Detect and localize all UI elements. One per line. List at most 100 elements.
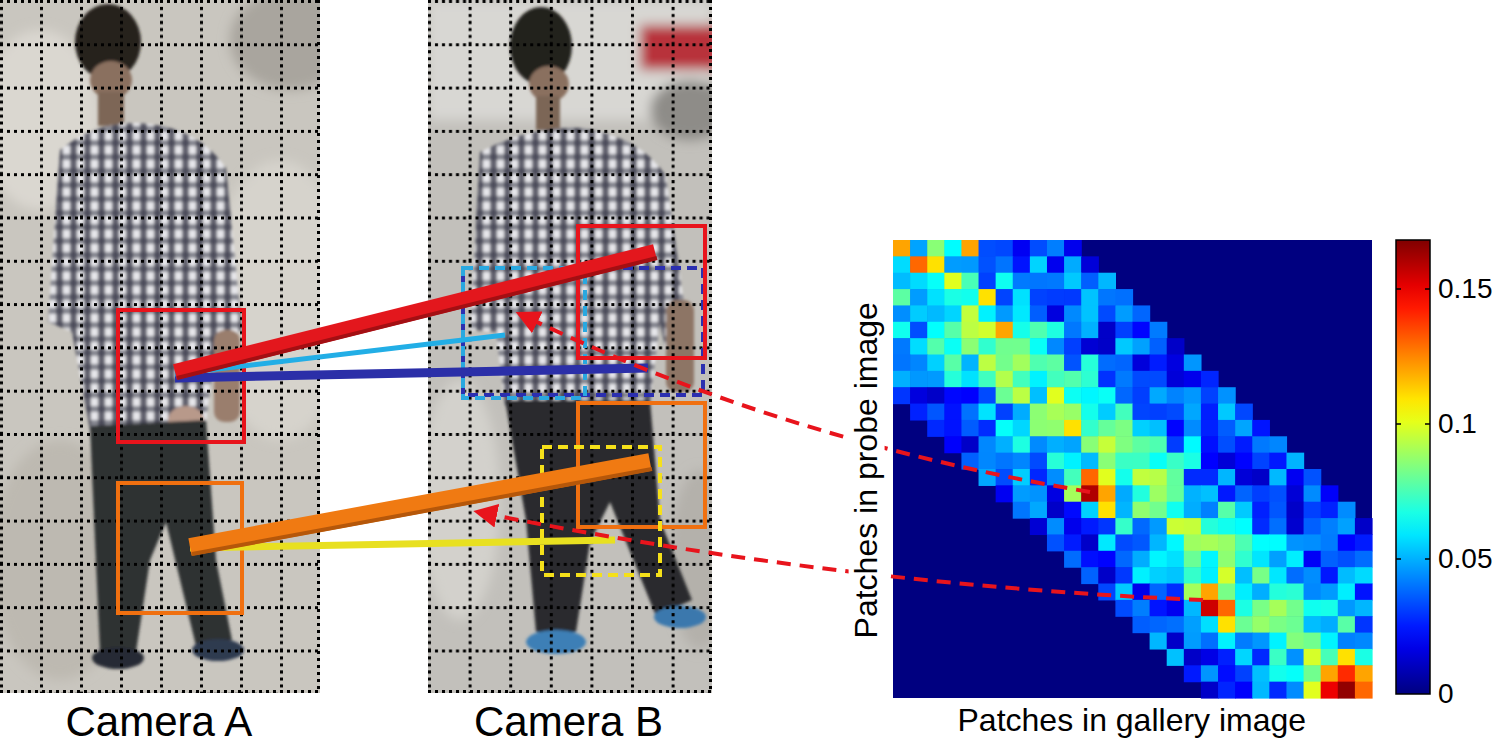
heatmap-cell xyxy=(1286,584,1304,601)
heatmap-cell xyxy=(1286,469,1304,486)
heatmap-cell xyxy=(1201,616,1219,633)
heatmap-cell xyxy=(1030,338,1048,355)
heatmap-cell xyxy=(1338,682,1356,699)
heatmap-cell xyxy=(1047,502,1065,519)
heatmap-cell xyxy=(910,371,928,388)
heatmap-cell xyxy=(1133,420,1151,437)
heatmap-cell xyxy=(1184,469,1202,486)
heatmap-cell xyxy=(1150,534,1168,551)
heatmap-cell xyxy=(1133,534,1151,551)
heatmap-cell xyxy=(1269,616,1287,633)
heatmap-cell xyxy=(1133,551,1151,568)
heatmap-cell xyxy=(1338,633,1356,650)
heatmap-cell xyxy=(944,387,962,404)
heatmap-cell xyxy=(996,305,1014,322)
heatmap-cell xyxy=(1047,436,1065,453)
heatmap-cell xyxy=(1081,551,1099,568)
heatmap-cell xyxy=(1269,436,1287,453)
heatmap-cell xyxy=(1064,371,1082,388)
heatmap-cell xyxy=(1167,338,1185,355)
heatmap-cell xyxy=(1030,355,1048,372)
heatmap-cell xyxy=(1013,404,1031,421)
heatmap-cell xyxy=(1218,387,1236,404)
heatmap-cell xyxy=(1115,289,1133,306)
heatmap-cell xyxy=(944,436,962,453)
heatmap-cell xyxy=(1321,665,1339,682)
heatmap-cell xyxy=(1184,387,1202,404)
heatmap-cell xyxy=(1184,551,1202,568)
heatmap-cell xyxy=(1304,584,1322,601)
heatmap-cell xyxy=(996,322,1014,339)
heatmap-cell xyxy=(1218,600,1236,617)
heatmap-cell xyxy=(1013,322,1031,339)
heatmap-cell xyxy=(910,404,928,421)
heatmap-cell xyxy=(1218,469,1236,486)
heatmap-cell xyxy=(1150,404,1168,421)
heatmap-cell xyxy=(1304,551,1322,568)
heatmap-cell xyxy=(1133,453,1151,470)
heatmap-cell xyxy=(1081,355,1099,372)
heatmap-cell xyxy=(1133,469,1151,486)
heatmap-cell xyxy=(996,240,1014,257)
heatmap-cell xyxy=(1167,633,1185,650)
heatmap-cell xyxy=(1167,649,1185,666)
heatmap-cell xyxy=(1047,420,1065,437)
heatmap-cell xyxy=(1218,420,1236,437)
heatmap-cell xyxy=(1150,322,1168,339)
heatmap-cell xyxy=(1030,518,1048,535)
heatmap-cell xyxy=(1235,469,1253,486)
heatmap-cell xyxy=(1064,502,1082,519)
heatmap-cell xyxy=(1201,665,1219,682)
heatmap-cell xyxy=(893,240,911,257)
heatmap-cell xyxy=(996,387,1014,404)
heatmap-cell xyxy=(1167,420,1185,437)
heatmap-cell xyxy=(1269,485,1287,502)
heatmap-cell xyxy=(944,338,962,355)
heatmap-cell xyxy=(1098,338,1116,355)
heatmap-cell xyxy=(1252,649,1270,666)
heatmap-cell xyxy=(1047,469,1065,486)
heatmap-cell xyxy=(944,322,962,339)
heatmap-cell xyxy=(996,338,1014,355)
heatmap-cell xyxy=(1098,387,1116,404)
heatmap-cell xyxy=(1115,436,1133,453)
heatmap-cell xyxy=(927,273,945,290)
heatmap-cell xyxy=(996,256,1014,273)
heatmap-cell xyxy=(1184,436,1202,453)
heatmap-cell xyxy=(1269,551,1287,568)
camera-caption: Camera A xyxy=(66,698,255,745)
heatmap-cell xyxy=(1235,567,1253,584)
heatmap-cell xyxy=(1115,453,1133,470)
heatmap-cell xyxy=(1201,584,1219,601)
heatmap-cell xyxy=(1150,453,1168,470)
heatmap-cell xyxy=(1304,649,1322,666)
heatmap-cell xyxy=(996,404,1014,421)
heatmap-cell xyxy=(1013,502,1031,519)
heatmap-cell xyxy=(1047,322,1065,339)
heatmap-cell xyxy=(1098,534,1116,551)
camera-caption: Camera B xyxy=(474,698,666,745)
heatmap-cell xyxy=(1355,616,1373,633)
heatmap-cell xyxy=(910,273,928,290)
heatmap-cell xyxy=(1218,502,1236,519)
match-bar xyxy=(175,368,648,378)
heatmap-cell xyxy=(1047,256,1065,273)
heatmap-cell xyxy=(1252,600,1270,617)
heatmap-cell xyxy=(1184,420,1202,437)
heatmap-cell xyxy=(1115,338,1133,355)
match-bar xyxy=(175,252,655,372)
heatmap-cell xyxy=(1286,633,1304,650)
heatmap-cell xyxy=(996,420,1014,437)
heatmap-cell xyxy=(1235,485,1253,502)
heatmap-cell xyxy=(893,256,911,273)
heatmap-cell xyxy=(996,355,1014,372)
patch-boxes xyxy=(118,226,705,613)
heatmap-cell xyxy=(1269,469,1287,486)
heatmap-cell xyxy=(944,289,962,306)
heatmap-cell xyxy=(1150,518,1168,535)
heatmap-cell xyxy=(1252,469,1270,486)
heatmap-cell xyxy=(1355,567,1373,584)
heatmap-cell xyxy=(944,273,962,290)
heatmap-cell xyxy=(1150,567,1168,584)
